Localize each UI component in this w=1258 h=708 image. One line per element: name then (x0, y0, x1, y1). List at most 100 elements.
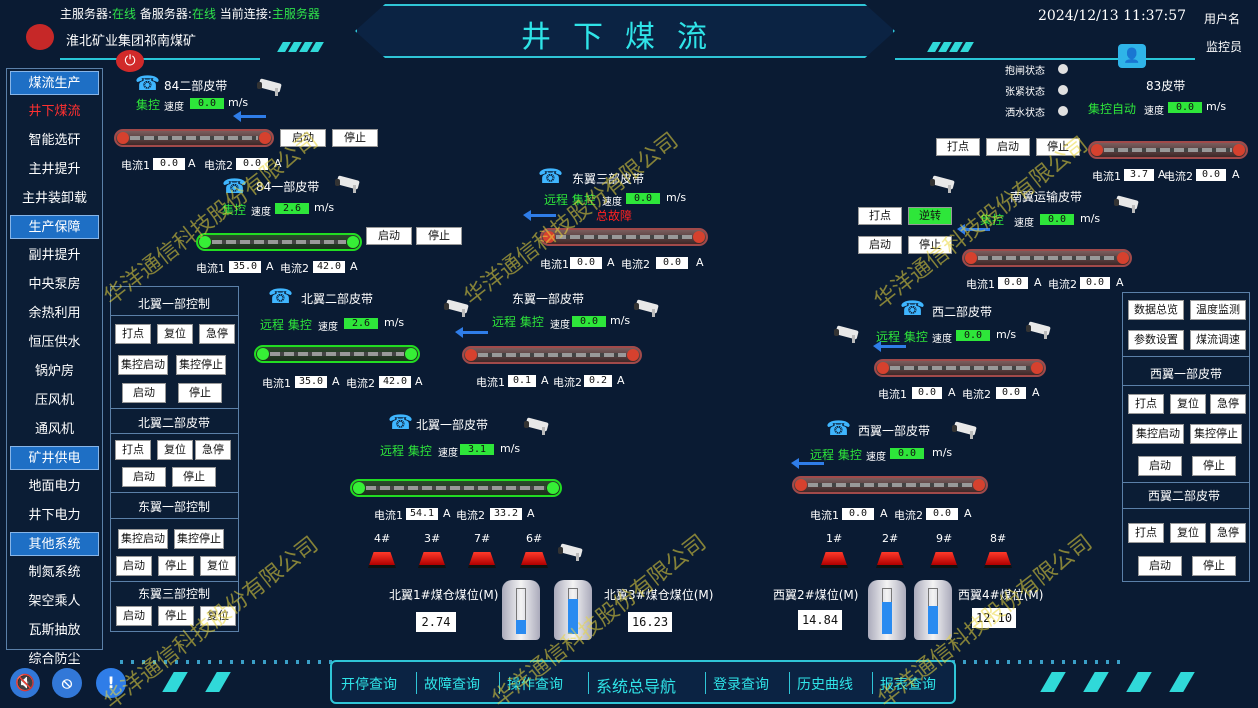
sidebar-item[interactable]: 制氮系统 (28, 565, 81, 580)
jog-button[interactable]: 打点 (1128, 523, 1164, 543)
stop-button[interactable]: 停止 (158, 556, 194, 576)
jog-button[interactable]: 打点 (115, 440, 151, 460)
camera-icon[interactable] (255, 78, 285, 96)
sidebar-item[interactable]: 中央泵房 (28, 277, 81, 292)
start-button[interactable]: 启动 (122, 383, 166, 403)
data-overview-button[interactable]: 数据总览 (1128, 300, 1184, 320)
temp-monitor-button[interactable]: 温度监测 (1190, 300, 1246, 320)
reset-button[interactable]: 复位 (200, 556, 236, 576)
sidebar-item[interactable]: 煤流生产 (10, 71, 99, 95)
sidebar-item[interactable]: 主井提升 (28, 162, 81, 177)
start-button[interactable]: 启动 (1138, 556, 1182, 576)
reset-button[interactable]: 复位 (1170, 523, 1206, 543)
sidebar-item[interactable]: 井下煤流 (28, 104, 81, 119)
power-icon[interactable]: ⏻ (116, 50, 144, 72)
reset-button[interactable]: 复位 (1170, 394, 1206, 414)
sidebar-item[interactable]: 生产保障 (10, 215, 99, 239)
user-avatar-icon[interactable]: 👤 (1118, 44, 1146, 68)
reset-button[interactable]: 复位 (200, 606, 236, 626)
divider (110, 492, 239, 493)
sidebar-item[interactable]: 瓦斯抽放 (28, 623, 81, 638)
camera-icon[interactable] (1112, 195, 1142, 213)
nav-item[interactable]: 开停查询 (341, 677, 397, 693)
phone-icon[interactable]: ☎ (222, 174, 247, 198)
central-start-button[interactable]: 集控启动 (118, 529, 168, 549)
phone-icon[interactable]: ☎ (268, 284, 293, 308)
estop-button[interactable]: 急停 (1210, 523, 1246, 543)
camera-icon[interactable] (333, 175, 363, 193)
sidebar-item[interactable]: 压风机 (34, 393, 74, 408)
start-button[interactable]: 启动 (366, 227, 412, 245)
central-stop-button[interactable]: 集控停止 (1190, 424, 1242, 444)
sidebar-item[interactable]: 余热利用 (28, 306, 81, 321)
coal-dispatch-button[interactable]: 煤流调速 (1190, 330, 1246, 350)
start-button[interactable]: 启动 (1138, 456, 1182, 476)
nav-separator (588, 672, 589, 694)
stop-button[interactable]: 停止 (1192, 556, 1236, 576)
no-sound-icon[interactable]: ⦸ (52, 668, 82, 698)
nav-item[interactable]: 登录查询 (713, 677, 769, 693)
sidebar-item[interactable]: 通风机 (34, 422, 74, 437)
camera-icon[interactable] (928, 175, 958, 193)
reverse-button[interactable]: 逆转 (908, 207, 952, 225)
nav-item[interactable]: 系统总导航 (596, 677, 677, 696)
stop-button[interactable]: 停止 (1036, 138, 1080, 156)
sidebar-item[interactable]: 综合防尘 (28, 652, 81, 667)
sidebar-item[interactable]: 主井装卸载 (21, 191, 87, 206)
start-button[interactable]: 启动 (116, 606, 152, 626)
jog-button[interactable]: 打点 (1128, 394, 1164, 414)
camera-icon[interactable] (632, 299, 662, 317)
camera-icon[interactable] (950, 421, 980, 439)
nav-item[interactable]: 故障查询 (424, 677, 480, 693)
camera-icon[interactable] (832, 325, 862, 343)
sidebar-item[interactable]: 恒压供水 (28, 335, 81, 350)
mute-icon[interactable]: 🔇 (10, 668, 40, 698)
stop-button[interactable]: 停止 (416, 227, 462, 245)
sidebar-item[interactable]: 智能选矸 (28, 133, 81, 148)
sidebar-item[interactable]: 井下电力 (28, 508, 81, 523)
sidebar-item[interactable]: 副井提升 (28, 248, 81, 263)
stop-button[interactable]: 停止 (178, 383, 222, 403)
central-stop-button[interactable]: 集控停止 (174, 529, 224, 549)
reset-button[interactable]: 复位 (157, 324, 193, 344)
start-button[interactable]: 启动 (280, 129, 326, 147)
sidebar-item[interactable]: 矿井供电 (10, 446, 99, 470)
camera-icon[interactable] (442, 299, 472, 317)
stop-button[interactable]: 停止 (1192, 456, 1236, 476)
phone-icon[interactable]: ☎ (826, 416, 851, 440)
phone-icon[interactable]: ☎ (388, 410, 413, 434)
jog-button[interactable]: 打点 (115, 324, 151, 344)
stop-button[interactable]: 停止 (332, 129, 378, 147)
start-button[interactable]: 启动 (116, 556, 152, 576)
central-start-button[interactable]: 集控启动 (1132, 424, 1184, 444)
nav-item[interactable]: 操作查询 (507, 677, 563, 693)
sidebar-item[interactable]: 锅炉房 (34, 364, 74, 379)
nav-item[interactable]: 报表查询 (880, 677, 936, 693)
stop-button[interactable]: 停止 (908, 236, 952, 254)
sidebar-item[interactable]: 其他系统 (10, 532, 99, 556)
start-button[interactable]: 启动 (858, 236, 902, 254)
camera-icon[interactable] (522, 417, 552, 435)
central-stop-button[interactable]: 集控停止 (176, 355, 226, 375)
sidebar-item[interactable]: 架空乘人 (28, 594, 81, 609)
camera-icon[interactable] (1024, 321, 1054, 339)
phone-icon[interactable]: ☎ (135, 71, 160, 95)
nav-item[interactable]: 历史曲线 (797, 677, 853, 693)
jog-button[interactable]: 打点 (936, 138, 980, 156)
central-start-button[interactable]: 集控启动 (118, 355, 168, 375)
start-button[interactable]: 启动 (986, 138, 1030, 156)
estop-button[interactable]: 急停 (199, 324, 235, 344)
stop-button[interactable]: 停止 (158, 606, 194, 626)
estop-button[interactable]: 急停 (195, 440, 231, 460)
estop-button[interactable]: 急停 (1210, 394, 1246, 414)
alert-icon[interactable]: ! (96, 668, 126, 698)
stop-button[interactable]: 停止 (172, 467, 216, 487)
param-setting-button[interactable]: 参数设置 (1128, 330, 1184, 350)
phone-icon[interactable]: ☎ (538, 164, 563, 188)
camera-icon[interactable] (556, 543, 586, 561)
sidebar-item[interactable]: 地面电力 (28, 479, 81, 494)
reset-button[interactable]: 复位 (157, 440, 193, 460)
start-button[interactable]: 启动 (122, 467, 166, 487)
jog-button[interactable]: 打点 (858, 207, 902, 225)
phone-icon[interactable]: ☎ (900, 296, 925, 320)
